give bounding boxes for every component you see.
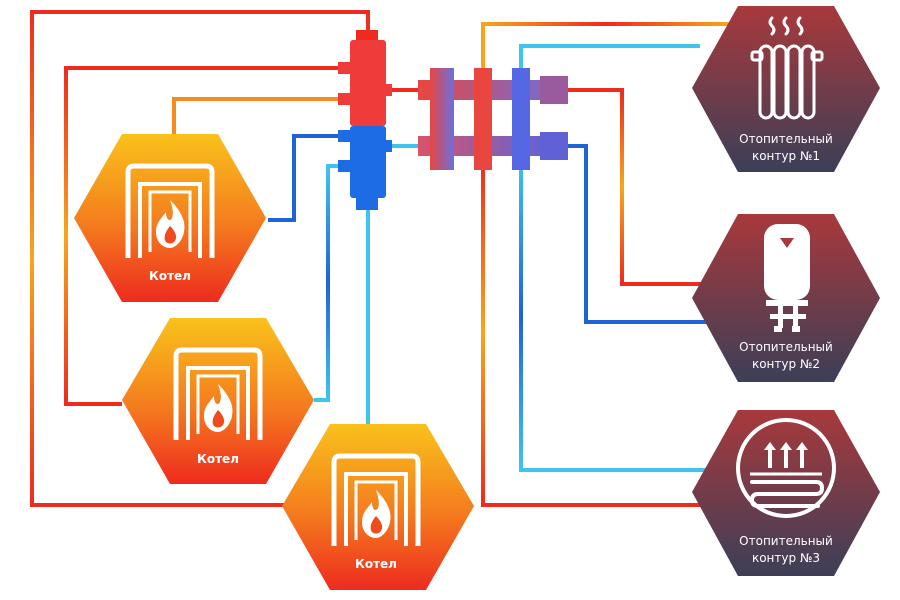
heating-circuit-3: Отопительный контур №3 [692,410,880,576]
boiler-pipes [30,10,420,507]
pipe-boiler1-return [268,134,340,222]
circuit-label-line1: Отопительный [739,132,833,146]
boiler-flame-icon [331,453,421,546]
pipe-circuit3-return [519,160,706,472]
boiler-label: Котел [149,269,191,283]
boiler-1: Котел [74,134,266,302]
boiler-flame-icon [173,347,263,440]
boiler-label: Котел [355,557,397,571]
circuit-label-line2: контур №2 [752,357,820,371]
pipe-circuit1-return [519,44,700,75]
circuit-label-line2: контур №1 [752,149,820,163]
heating-circuit-1: Отопительный контур №1 [692,6,880,172]
circuit-label-line1: Отопительный [739,340,833,354]
circuit-label-line1: Отопительный [739,534,833,548]
floor-heating-icon [736,418,836,518]
pipe-boiler2-supply [64,66,340,406]
pipe-circuit2-supply [560,88,710,286]
pipe-boiler2-return [314,164,340,402]
boiler-2: Котел [122,318,314,484]
pipe-circuit2-return [560,144,710,324]
circuit-label-line2: контур №3 [752,551,820,565]
boiler-label: Котел [197,452,239,466]
pipe-boiler1-supply [172,97,340,134]
hydraulic-separator [338,30,392,210]
radiator-icon [750,16,824,120]
pipe-boiler3-supply [30,10,370,507]
boiler-3: Котел [282,424,474,590]
heating-circuit-2: Отопительный контур №2 [692,214,880,382]
distribution-manifold [418,68,568,170]
boiler-flame-icon [125,163,215,258]
water-heater-icon [764,224,810,332]
circuit-pipes [481,22,730,507]
pipe-circuit3-supply [481,160,700,507]
pipe-circuit1-supply [481,22,730,75]
